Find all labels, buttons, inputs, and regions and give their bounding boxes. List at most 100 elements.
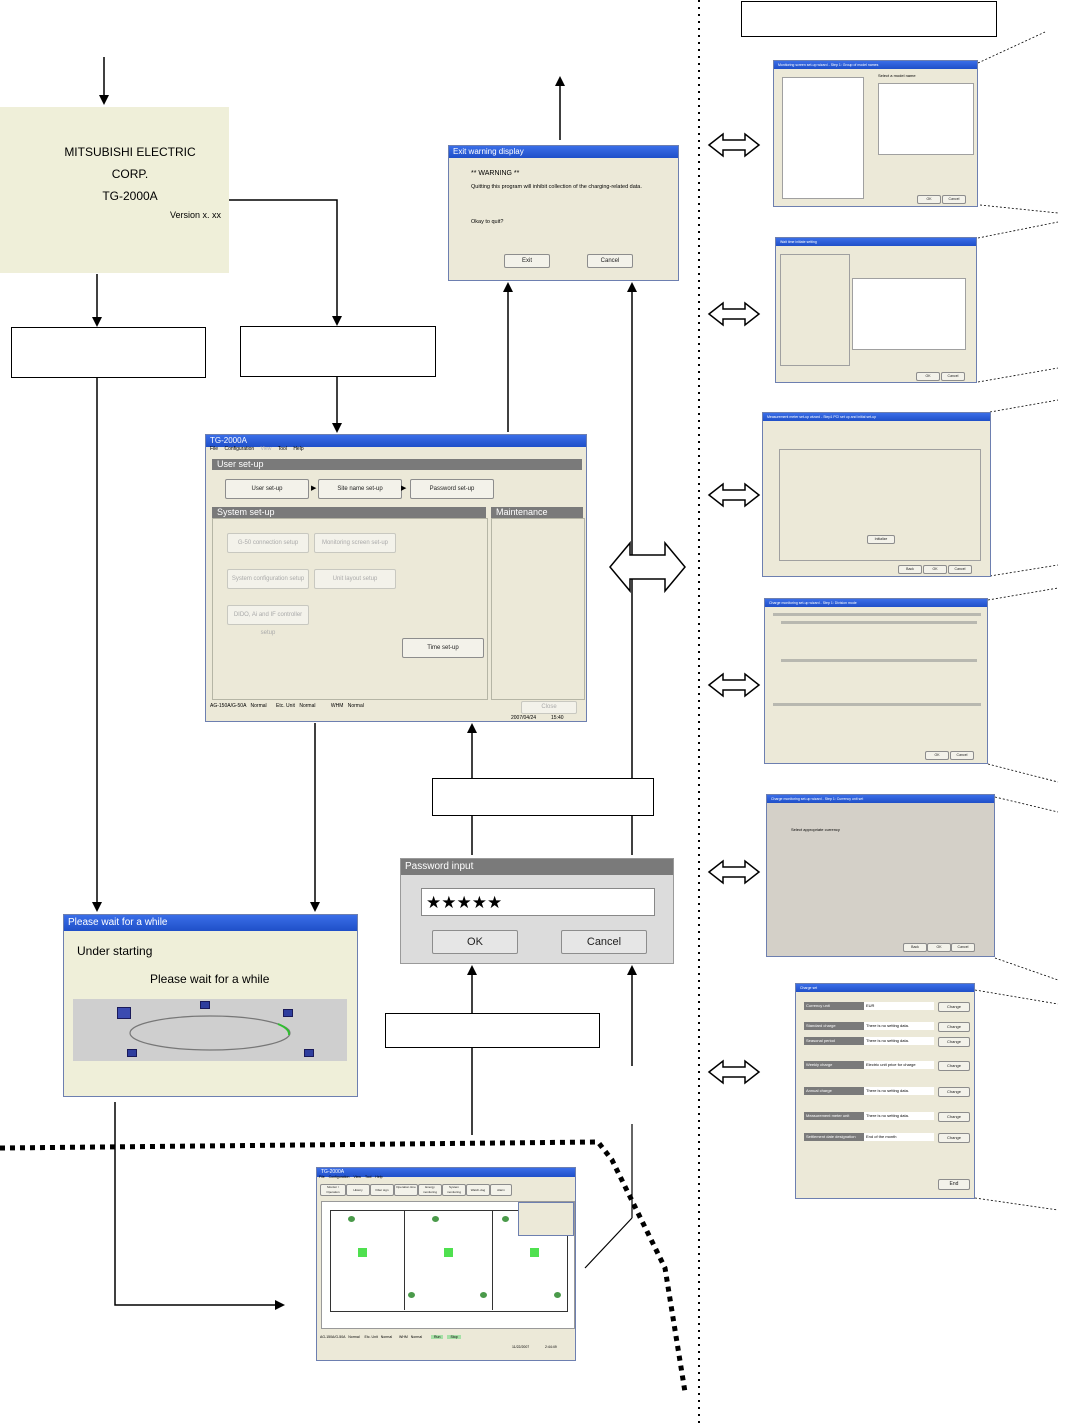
ok-button[interactable]: OK xyxy=(916,372,940,381)
password-input-dialog: Password input ★★★★★ OK Cancel xyxy=(400,858,674,964)
arrow-right-icon: ▶ xyxy=(311,485,317,492)
tab-operation-time[interactable]: Operation time xyxy=(394,1184,418,1196)
status-whm-state: Normal xyxy=(410,1335,423,1339)
tab-filter-sign[interactable]: Filter sign xyxy=(370,1184,394,1196)
tab-history[interactable]: History xyxy=(346,1184,370,1196)
division-mode-dialog: Charge monitoring set-up wizard - Step 1… xyxy=(764,598,988,764)
indoor-unit-icon xyxy=(444,1248,453,1257)
ok-button[interactable]: OK xyxy=(927,943,951,952)
exit-warning-dialog: Exit warning display ** WARNING ** Quitt… xyxy=(448,145,679,281)
monitor-floor-plan xyxy=(321,1201,575,1329)
tab-system[interactable]: System monitoring xyxy=(442,1184,466,1196)
run-button[interactable]: Run xyxy=(431,1335,444,1339)
change-button[interactable]: Change xyxy=(938,1037,970,1047)
tab-alarm[interactable]: Alarm xyxy=(490,1184,512,1196)
time-setup-button[interactable]: Time set-up xyxy=(402,638,484,658)
system-setup-panel xyxy=(212,518,488,700)
menu-help[interactable]: Help xyxy=(375,1175,383,1179)
section-header xyxy=(773,703,981,706)
warning-message: Quitting this program will inhibit colle… xyxy=(471,184,642,190)
monitor-tab-bar: Monitor / Operation History Filter sign … xyxy=(320,1184,574,1196)
warning-question: Okay to quit? xyxy=(471,219,504,225)
charge-row-value: EUR xyxy=(864,1002,934,1010)
network-node-icon xyxy=(200,1001,210,1009)
wait-message: Please wait for a while xyxy=(150,972,270,986)
currency-unit-dialog: Charge monitoring set-up wizard - Step 1… xyxy=(766,794,995,957)
menu-file[interactable]: File xyxy=(319,1175,325,1179)
cancel-button[interactable]: Cancel xyxy=(942,195,966,204)
tab-monitor[interactable]: Monitor / Operation xyxy=(320,1184,346,1196)
menu-configuration[interactable]: Configuration xyxy=(328,1175,350,1179)
menu-configuration[interactable]: Configuration xyxy=(224,446,255,452)
fan-unit-icon xyxy=(432,1216,439,1222)
change-button[interactable]: Change xyxy=(938,1133,970,1143)
ok-button[interactable]: OK xyxy=(917,195,941,204)
wait-heading: Under starting xyxy=(77,944,153,958)
ok-button[interactable]: OK xyxy=(432,930,518,954)
dialog-title: Charge monitoring set-up wizard - Step 1… xyxy=(765,599,987,607)
site-name-setup-button[interactable]: Site name set-up xyxy=(318,479,402,499)
fan-unit-icon xyxy=(502,1216,509,1222)
measurement-meter-setup-dialog: Measurement meter set-up wizard - Step1 … xyxy=(762,412,991,577)
select-currency-label: Select appropriate currency xyxy=(791,827,840,832)
monitor-time: 2:44:49 xyxy=(545,1345,557,1349)
splash-screen: MITSUBISHI ELECTRIC CORP. TG-2000A Versi… xyxy=(0,107,229,273)
cancel-button[interactable]: Cancel xyxy=(941,372,965,381)
network-node-icon xyxy=(304,1049,314,1057)
menu-help[interactable]: Help xyxy=(293,446,304,452)
status-ag: AG-150A/G-50A xyxy=(210,703,247,709)
stop-button[interactable]: Stop xyxy=(447,1335,461,1339)
g50-connection-button[interactable]: G-50 connection setup xyxy=(227,533,309,553)
charge-row-label: Currency unit xyxy=(804,1002,864,1010)
splash-company: MITSUBISHI ELECTRIC xyxy=(64,145,196,159)
password-dialog-title: Password input xyxy=(401,859,673,875)
dido-setup-button[interactable]: DIDO, Ai and IF controller setup xyxy=(227,605,309,636)
close-button[interactable]: Close xyxy=(521,701,577,714)
end-button[interactable]: End xyxy=(938,1179,970,1190)
ok-button[interactable]: OK xyxy=(925,751,949,760)
status-etc-state: Normal xyxy=(299,703,316,709)
cancel-button[interactable]: Cancel xyxy=(950,751,974,760)
exit-button[interactable]: Exit xyxy=(504,254,550,268)
cancel-button[interactable]: Cancel xyxy=(561,930,647,954)
ok-button[interactable]: OK xyxy=(923,565,947,574)
monitor-status-bar: AG-150A/G-50A Normal Etc. Unit Normal WH… xyxy=(320,1335,461,1339)
model-name-setup-dialog: Monitoring screen set-up wizard - Step 1… xyxy=(773,60,978,207)
back-button[interactable]: Back xyxy=(898,565,922,574)
menu-view[interactable]: View xyxy=(260,446,272,452)
password-setup-button[interactable]: Password set-up xyxy=(410,479,494,499)
change-button[interactable]: Change xyxy=(938,1112,970,1122)
indoor-unit-icon xyxy=(530,1248,539,1257)
change-button[interactable]: Change xyxy=(938,1002,970,1012)
change-button[interactable]: Change xyxy=(938,1061,970,1071)
cancel-button[interactable]: Cancel xyxy=(948,565,972,574)
monitoring-screen-setup-button[interactable]: Monitoring screen set-up xyxy=(314,533,396,553)
cancel-button[interactable]: Cancel xyxy=(951,943,975,952)
label-box-middle xyxy=(240,326,436,377)
status-etc-state: Normal xyxy=(380,1335,393,1339)
unit-layout-button[interactable]: Unit layout setup xyxy=(314,569,396,589)
cancel-button[interactable]: Cancel xyxy=(587,254,633,268)
charge-row-value: There is no setting data. xyxy=(864,1037,934,1045)
menu-file[interactable]: File xyxy=(210,446,219,452)
tab-watch-dog[interactable]: Watch-dog xyxy=(466,1184,490,1196)
initialize-button[interactable]: Initialize xyxy=(867,535,895,544)
system-configuration-button[interactable]: System configuration setup xyxy=(227,569,309,589)
fan-unit-icon xyxy=(480,1292,487,1298)
menu-view[interactable]: View xyxy=(353,1175,361,1179)
fan-unit-icon xyxy=(408,1292,415,1298)
menu-tool[interactable]: Tool xyxy=(277,446,287,452)
user-setup-button[interactable]: User set-up xyxy=(225,479,309,499)
tab-energy[interactable]: Energy monitoring xyxy=(418,1184,442,1196)
charge-row-label: Annual charge xyxy=(804,1087,864,1095)
change-button[interactable]: Change xyxy=(938,1022,970,1032)
back-button[interactable]: Back xyxy=(903,943,927,952)
change-button[interactable]: Change xyxy=(938,1087,970,1097)
fan-unit-icon xyxy=(348,1216,355,1222)
menu-tool[interactable]: Tool xyxy=(364,1175,372,1179)
status-whm: WHM xyxy=(330,703,344,709)
password-field[interactable]: ★★★★★ xyxy=(421,888,655,916)
monitor-date: 11/22/2007 xyxy=(512,1345,530,1349)
charge-row-value: There is no setting data. xyxy=(864,1022,934,1030)
